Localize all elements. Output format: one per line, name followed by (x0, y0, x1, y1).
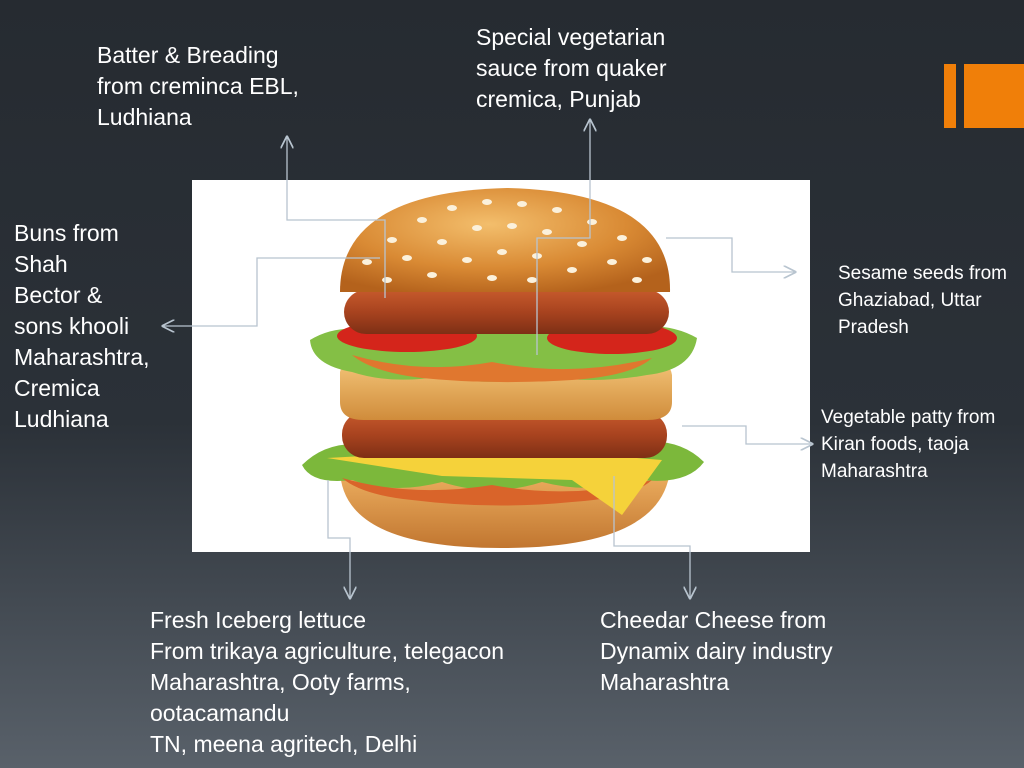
label-sauce-line-1: Special vegetarian (476, 24, 666, 50)
label-sesame-seeds: Sesame seeds from Ghaziabad, Uttar Prade… (838, 260, 1024, 341)
burger-illustration (302, 188, 704, 548)
accent-bar-narrow (944, 64, 956, 128)
cheese-slice (327, 448, 662, 515)
label-lettuce-line-1: Fresh Iceberg lettuce (150, 607, 367, 633)
lower-sauce (342, 478, 652, 506)
label-cheddar-cheese: Cheedar Cheese from Dynamix dairy indust… (600, 605, 833, 698)
label-lettuce-line-5: TN, meena agritech, Delhi (150, 731, 418, 757)
label-batter-line-3: Ludhiana (97, 104, 192, 130)
accent-bar-wide (964, 64, 1024, 128)
label-buns-line-2: Shah (14, 251, 68, 277)
label-sauce-line-2: sauce from quaker (476, 55, 667, 81)
label-sesame-line-2: Ghaziabad, Uttar (838, 290, 982, 311)
label-lettuce-line-4: ootacamandu (150, 700, 290, 726)
label-buns-line-5: Maharashtra, (14, 344, 150, 370)
label-cheese-line-2: Dynamix dairy industry (600, 638, 833, 664)
label-special-sauce: Special vegetarian sauce from quaker cre… (476, 22, 666, 115)
label-sauce-line-3: cremica, Punjab (476, 86, 641, 112)
label-buns-line-4: sons khooli (14, 313, 130, 339)
label-buns-line-3: Bector & (14, 282, 103, 308)
label-batter-line-2: from creminca EBL, (97, 73, 299, 99)
label-buns-line-1: Buns from (14, 220, 119, 246)
upper-sauce (352, 355, 652, 383)
orange-accent-bars (944, 64, 1024, 128)
label-batter-line-1: Batter & Breading (97, 42, 279, 68)
label-buns: Buns from Shah Bector & sons khooli Maha… (14, 218, 150, 435)
lower-patty (342, 412, 667, 458)
label-vegetable-patty: Vegetable patty from Kiran foods, taoja … (821, 404, 1024, 485)
label-patty-line-1: Vegetable patty from (821, 407, 996, 428)
label-patty-line-3: Maharashtra (821, 461, 928, 482)
label-sesame-line-3: Pradesh (838, 317, 909, 338)
label-buns-line-7: Ludhiana (14, 406, 109, 432)
burger-image (192, 180, 810, 552)
label-patty-line-2: Kiran foods, taoja (821, 434, 969, 455)
upper-patty (344, 290, 669, 334)
label-iceberg-lettuce: Fresh Iceberg lettuce From trikaya agric… (150, 605, 504, 760)
label-cheese-line-3: Maharashtra (600, 669, 730, 695)
label-cheese-line-1: Cheedar Cheese from (600, 607, 827, 633)
label-lettuce-line-3: Maharashtra, Ooty farms, (150, 669, 411, 695)
label-lettuce-line-2: From trikaya agriculture, telegacon (150, 638, 505, 664)
label-batter-breading: Batter & Breading from creminca EBL, Lud… (97, 40, 299, 133)
label-buns-line-6: Cremica (14, 375, 100, 401)
label-sesame-line-1: Sesame seeds from (838, 263, 1007, 284)
